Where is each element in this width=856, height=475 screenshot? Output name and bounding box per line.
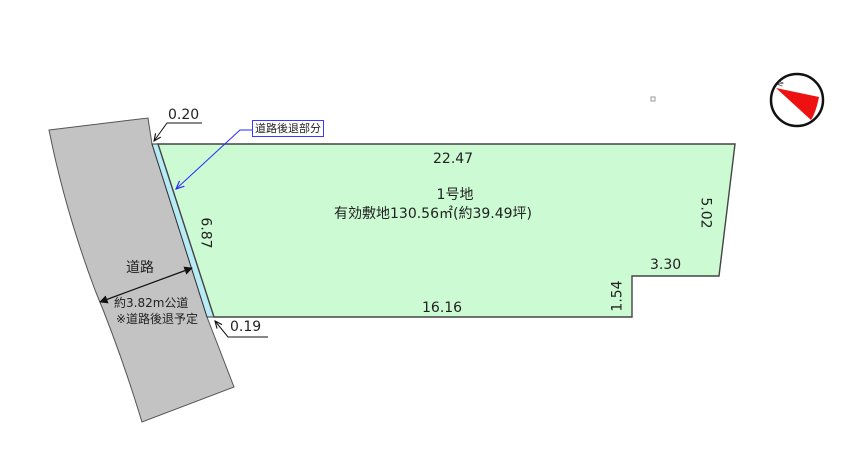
dimension-step-vertical: 1.54 xyxy=(609,280,626,312)
dimension-left: 6.87 xyxy=(197,217,214,249)
setback-bottom-width: 0.19 xyxy=(230,319,262,335)
dimension-right: 5.02 xyxy=(697,197,714,229)
compass-icon: N xyxy=(769,72,825,128)
road-label: 道路 xyxy=(126,260,154,276)
small-marker-square xyxy=(650,96,656,102)
lot-1-area xyxy=(157,143,736,318)
setback-top-width: 0.20 xyxy=(168,107,200,123)
dimension-top: 22.47 xyxy=(433,151,474,167)
leader-line-top-setback xyxy=(154,122,202,141)
setback-callout-leader xyxy=(176,129,252,189)
road-width-arrow xyxy=(99,266,193,304)
leader-line-bottom-setback xyxy=(215,321,268,338)
setback-callout-label: 道路後退部分 xyxy=(252,120,324,137)
lot-area: 有効敷地130.56㎡(約39.49坪) xyxy=(334,206,532,222)
road-setback-note: ※道路後退予定 xyxy=(116,312,199,326)
dimension-step-horizontal: 3.30 xyxy=(650,257,682,273)
lot-name: 1号地 xyxy=(436,187,474,203)
road-width-note: 約3.82m公道 xyxy=(114,296,189,310)
dimension-bottom: 16.16 xyxy=(422,300,463,316)
svg-text:N: N xyxy=(776,80,785,88)
